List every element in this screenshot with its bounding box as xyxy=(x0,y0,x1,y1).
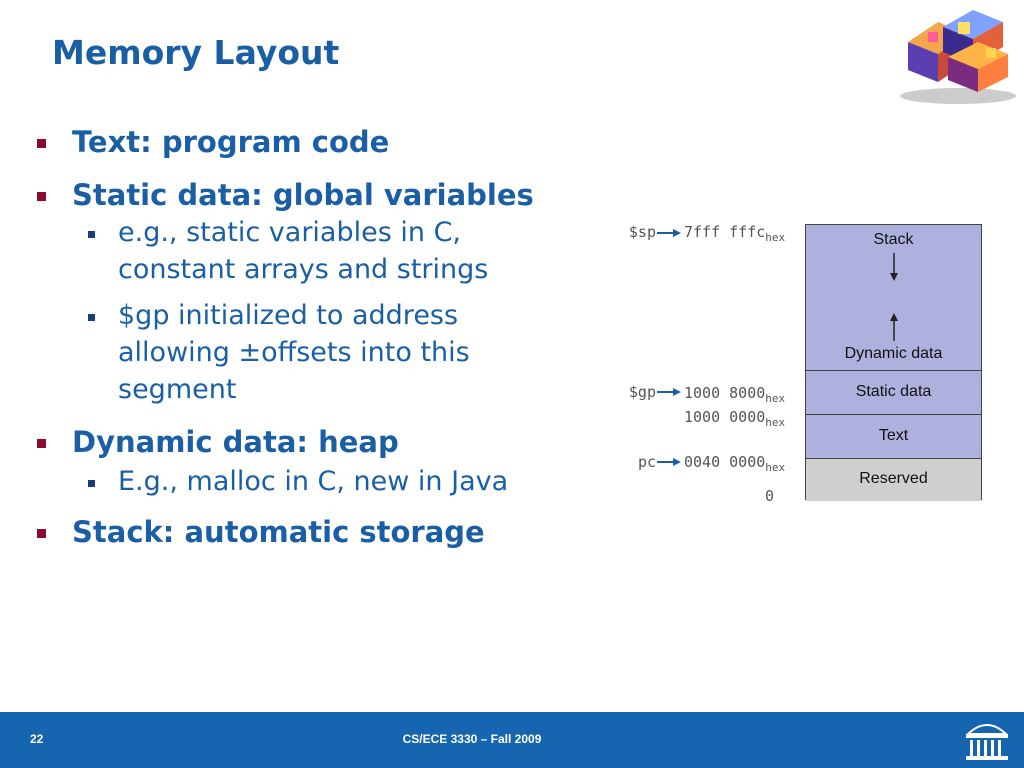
bullet-item: Dynamic data: heap xyxy=(34,424,634,460)
pc-address: 0040 0000hex xyxy=(684,453,785,474)
sub-bullet-marker xyxy=(88,231,95,238)
bullet-item: Static data: global variables xyxy=(34,177,634,213)
sp-register-label: $sp xyxy=(628,223,656,241)
static-data-label: Static data xyxy=(855,383,932,400)
gp-arrow-icon xyxy=(657,388,681,396)
sub-bullet-line: $gp initialized to address xyxy=(118,300,459,331)
sub-bullet-marker xyxy=(88,314,95,321)
hex-suffix: hex xyxy=(765,416,786,429)
footer-bar: 22 CS/ECE 3330 – Fall 2009 xyxy=(0,712,1024,768)
bullet-marker xyxy=(37,192,46,201)
sub-bullet-item: e.g., static variables in C, constant ar… xyxy=(34,214,634,288)
static-base-address: 1000 0000hex xyxy=(684,408,785,429)
sub-bullet-line: constant arrays and strings xyxy=(118,254,489,285)
hex-suffix: hex xyxy=(765,461,786,474)
course-label: CS/ECE 3330 – Fall 2009 xyxy=(402,732,542,746)
bullet-text: Static data: global variables xyxy=(72,178,534,212)
page-number: 22 xyxy=(30,732,44,746)
reserved-segment: Reserved xyxy=(806,459,981,501)
sp-arrow-icon xyxy=(657,229,681,237)
memory-column: Stack Dynamic data Static data Text Rese… xyxy=(805,224,982,501)
sp-address: 7fff fffchex xyxy=(684,223,785,244)
bullet-marker xyxy=(37,139,46,148)
hex-suffix: hex xyxy=(765,392,786,405)
hex-suffix: hex xyxy=(765,231,786,244)
static-data-segment: Static data xyxy=(806,371,981,415)
text-segment: Text xyxy=(806,415,981,459)
gp-register-label: $gp xyxy=(628,383,656,401)
gp-address: 1000 8000hex xyxy=(684,384,785,405)
cube-logo-icon xyxy=(900,10,1016,104)
bullet-text: Stack: automatic storage xyxy=(72,515,485,549)
reserved-label: Reserved xyxy=(859,470,928,487)
bullet-text: Text: program code xyxy=(72,125,390,159)
sub-bullet-item: $gp initialized to address allowing ±off… xyxy=(34,297,634,408)
memory-layout-diagram: Stack Dynamic data Static data Text Rese… xyxy=(600,220,1000,510)
bullet-list: Text: program code Static data: global v… xyxy=(34,124,634,550)
bullet-text: Dynamic data: heap xyxy=(72,425,399,459)
stack-dynamic-segment: Stack Dynamic data xyxy=(806,225,981,371)
sub-bullet-marker xyxy=(88,480,95,487)
stack-label: Stack xyxy=(873,231,914,248)
sub-bullet-line: allowing ±offsets into this xyxy=(118,337,470,368)
zero-address: 0 xyxy=(765,487,775,505)
pc-address-value: 0040 0000 xyxy=(684,453,766,471)
static-base-value: 1000 0000 xyxy=(684,408,766,426)
bullet-marker xyxy=(37,529,46,538)
gp-address-value: 1000 8000 xyxy=(684,384,766,402)
down-arrow-icon xyxy=(890,253,898,281)
bullet-marker xyxy=(37,439,46,448)
sub-bullet-line: e.g., static variables in C, xyxy=(118,217,461,248)
rotunda-logo-icon xyxy=(965,724,1009,760)
bullet-item: Text: program code xyxy=(34,124,634,160)
sub-bullet-line: segment xyxy=(118,374,237,405)
text-segment-label: Text xyxy=(878,427,909,444)
pc-arrow-icon xyxy=(657,458,681,466)
dynamic-data-label: Dynamic data xyxy=(844,345,943,362)
sub-bullet-item: E.g., malloc in C, new in Java xyxy=(34,463,634,500)
sp-address-value: 7fff fffc xyxy=(684,223,766,241)
slide-title: Memory Layout xyxy=(52,33,340,72)
up-arrow-icon xyxy=(890,313,898,341)
pc-register-label: pc xyxy=(637,453,656,471)
sub-bullet-line: E.g., malloc in C, new in Java xyxy=(118,466,509,497)
bullet-item: Stack: automatic storage xyxy=(34,514,634,550)
